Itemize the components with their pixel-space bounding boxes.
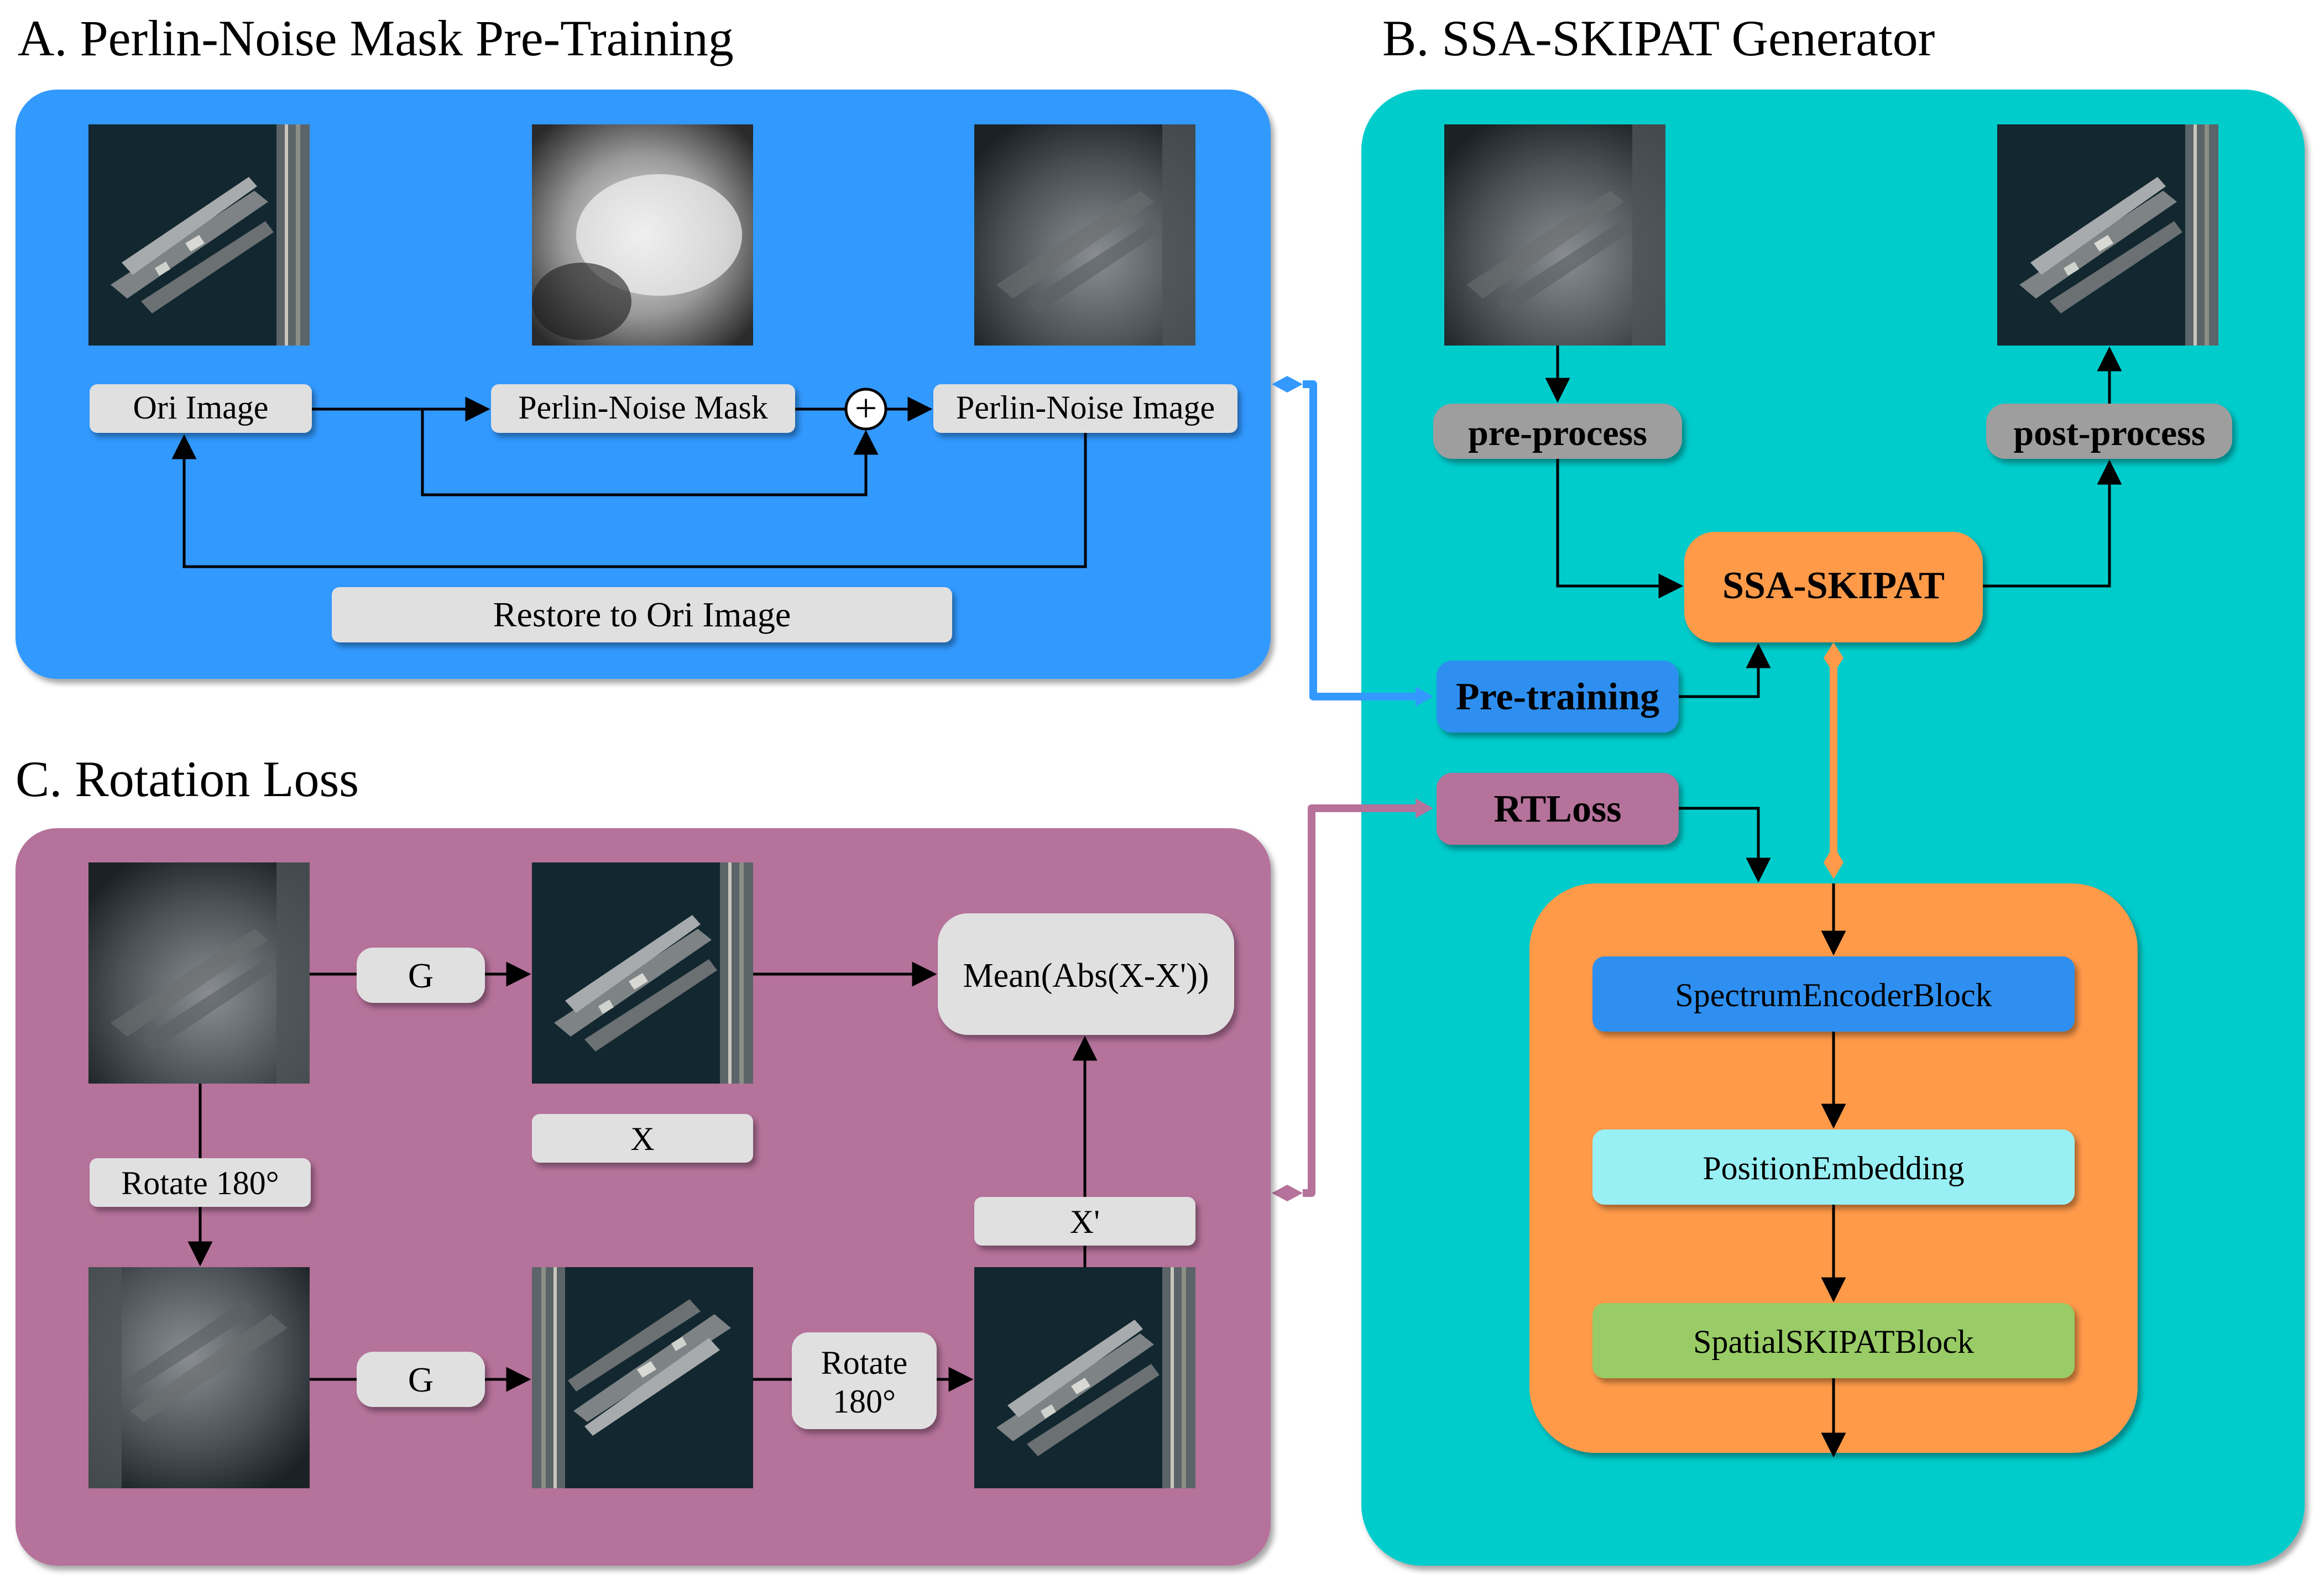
post-process-box — [1986, 404, 2232, 459]
rtloss-box — [1437, 773, 1679, 845]
rotate-left-box — [90, 1158, 311, 1207]
perlin-image-box — [933, 384, 1237, 433]
section-a-title: A. Perlin-Noise Mask Pre-Training — [18, 10, 734, 66]
x-prime-box — [974, 1197, 1195, 1246]
section-c-title: C. Rotation Loss — [15, 751, 359, 807]
x-label: X — [630, 1121, 654, 1157]
rotate-left-label: Rotate 180° — [121, 1165, 279, 1201]
perlin-mask-label: Perlin-Noise Mask — [518, 389, 768, 426]
spatial-skipat-label: SpatialSKIPATBlock — [1693, 1324, 1974, 1360]
pre-process-label: pre-process — [1468, 413, 1647, 453]
g-top-box — [357, 948, 485, 1003]
perlin-image-label: Perlin-Noise Image — [956, 389, 1215, 426]
pretraining-connector — [1272, 376, 1433, 707]
generated-x-prime-image — [974, 1267, 1195, 1488]
spectrum-encoder-block — [1592, 956, 2075, 1032]
generated-rotated-image — [532, 1267, 753, 1488]
cloudy-input-image — [88, 862, 310, 1084]
post-process-label: post-process — [2013, 413, 2205, 453]
perlin-noise-satellite-image — [974, 124, 1195, 346]
restore-box — [332, 587, 952, 642]
restore-label: Restore to Ori Image — [493, 595, 791, 634]
generated-x-image — [532, 862, 753, 1084]
x-box — [532, 1114, 753, 1163]
rotated-cloudy-image — [88, 1267, 310, 1488]
g-bottom-label: G — [408, 1360, 434, 1399]
ori-image-box — [90, 384, 312, 433]
rotate-mid-box — [792, 1332, 937, 1429]
spectrum-encoder-label: SpectrumEncoderBlock — [1675, 977, 1992, 1013]
section-c-arrows — [187, 961, 1098, 1392]
add-operator-symbol: + — [855, 386, 878, 430]
rtloss-connector — [1272, 798, 1433, 1201]
spatial-skipat-block — [1592, 1303, 2075, 1378]
original-satellite-image — [88, 124, 310, 346]
pre-training-label: Pre-training — [1456, 676, 1659, 718]
position-embedding-block — [1592, 1129, 2075, 1205]
perlin-noise-mask-image — [532, 124, 753, 346]
output-restored-image — [1997, 124, 2218, 346]
ssa-skipat-label: SSA-SKIPAT — [1722, 564, 1945, 607]
pre-training-box — [1437, 661, 1679, 733]
rotate-mid-line1: Rotate — [821, 1345, 908, 1381]
ori-image-label: Ori Image — [133, 389, 269, 426]
section-a-arrows — [171, 396, 1087, 568]
pre-process-box — [1433, 404, 1682, 459]
input-cloudy-image — [1444, 124, 1665, 346]
section-b-arrows — [1545, 346, 2122, 1458]
section-b-title: B. SSA-SKIPAT Generator — [1382, 10, 1935, 66]
mean-abs-label: Mean(Abs(X-X')) — [963, 957, 1209, 995]
g-bottom-box — [357, 1352, 485, 1407]
perlin-mask-box — [491, 384, 795, 433]
rotate-mid-line2: 180° — [833, 1383, 896, 1420]
mean-abs-box — [938, 913, 1234, 1035]
g-top-label: G — [408, 956, 434, 995]
position-embedding-label: PositionEmbedding — [1702, 1150, 1964, 1186]
ssa-skipat-link — [1824, 642, 1843, 879]
rtloss-label: RTLoss — [1494, 788, 1622, 830]
ssa-skipat-box — [1684, 532, 1983, 642]
x-prime-label: X' — [1070, 1204, 1100, 1240]
